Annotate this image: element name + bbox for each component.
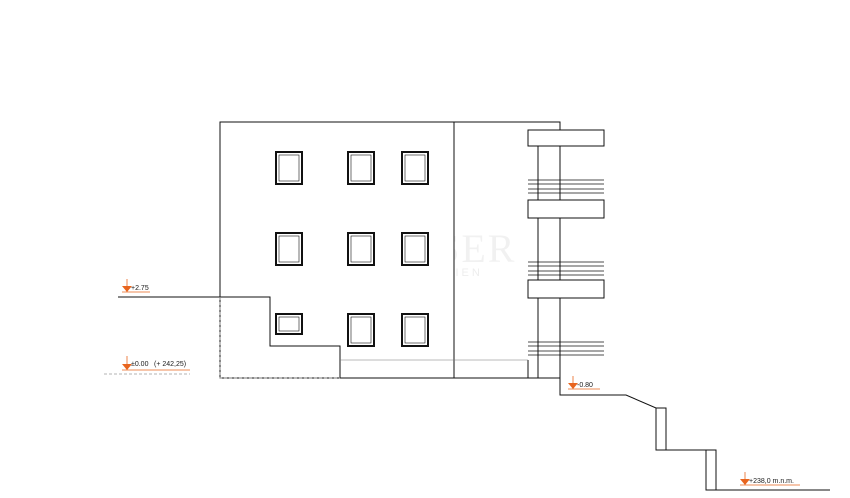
window-row-2 bbox=[275, 232, 429, 266]
window bbox=[347, 151, 375, 185]
window bbox=[401, 151, 429, 185]
balcony-slab bbox=[527, 279, 605, 299]
window-row-1 bbox=[275, 151, 429, 185]
window-row-3 bbox=[275, 313, 429, 347]
level-label: -0.80 bbox=[577, 382, 593, 389]
level-note: (+ 242,25) bbox=[154, 361, 186, 368]
balcony-railing bbox=[528, 341, 604, 356]
level-label: +2.75 bbox=[131, 285, 149, 292]
window bbox=[347, 313, 375, 347]
level-label: ±0.00 bbox=[131, 361, 149, 368]
balcony-slab bbox=[527, 199, 605, 219]
building-facade bbox=[219, 121, 455, 379]
annex-top bbox=[454, 121, 561, 130]
balcony-railing bbox=[528, 261, 604, 276]
window bbox=[401, 232, 429, 266]
level-marker-ground: +238,0 m.n.m. bbox=[740, 472, 800, 486]
foundation-outline bbox=[104, 297, 340, 379]
balcony-railing bbox=[528, 179, 604, 194]
level-label: +238,0 m.n.m. bbox=[749, 478, 794, 485]
window bbox=[275, 313, 303, 335]
balcony-stack bbox=[527, 129, 605, 379]
terrain-line bbox=[118, 296, 830, 491]
window bbox=[275, 151, 303, 185]
window bbox=[347, 232, 375, 266]
level-marker-zero: ±0.00 (+ 242,25) bbox=[122, 356, 190, 371]
window bbox=[401, 313, 429, 347]
level-marker-plus-275: +2.75 bbox=[122, 279, 150, 293]
level-marker-minus-080: -0.80 bbox=[568, 376, 600, 390]
window bbox=[275, 232, 303, 266]
balcony-slab bbox=[527, 129, 605, 147]
